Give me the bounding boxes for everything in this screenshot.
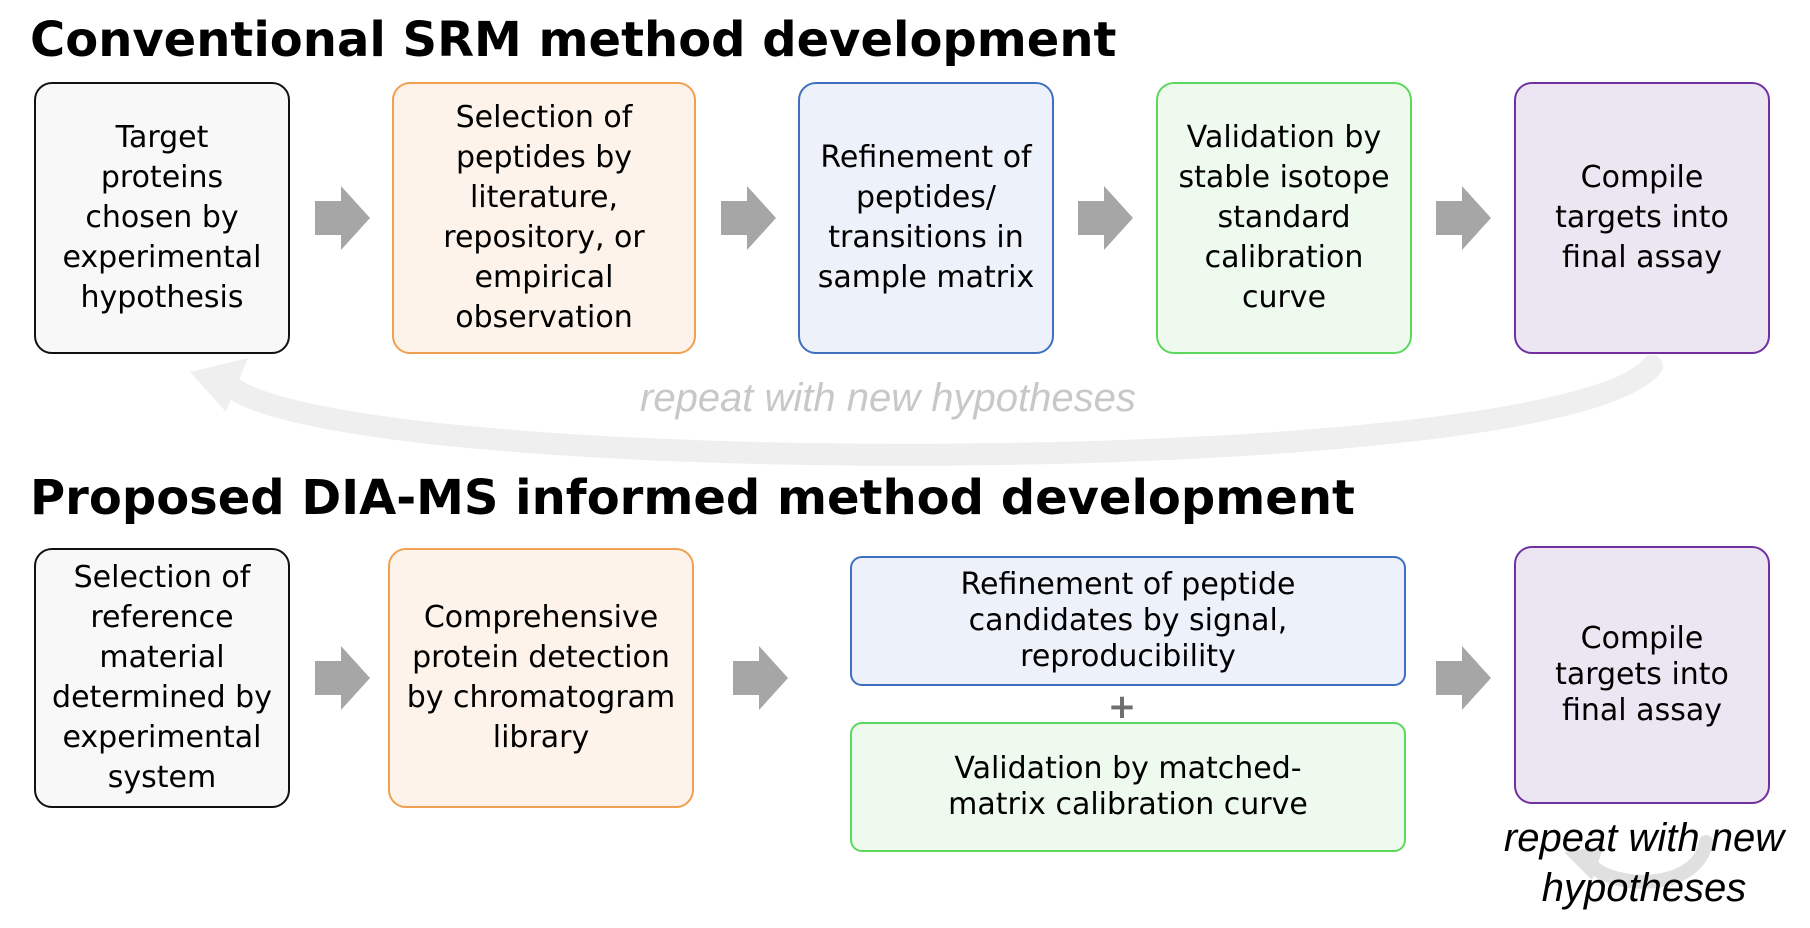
proposed-step-3-text: Refinement of peptide candidates by sign… bbox=[960, 567, 1296, 674]
loop-back-arrowhead-icon bbox=[190, 358, 248, 412]
proposed-step-4-text: Validation by matched-matrix calibration… bbox=[948, 751, 1308, 822]
conventional-step-2-text: Selection of peptides by literature, rep… bbox=[443, 100, 645, 335]
proposed-loop-label-line-2: hypotheses bbox=[1541, 866, 1747, 910]
conventional-step-validation: Validation by stable isotope standard ca… bbox=[1156, 82, 1412, 354]
conventional-step-refinement: Refinement of peptides/ transitions in s… bbox=[798, 82, 1054, 354]
proposed-step-reference-material: Selection of reference material determin… bbox=[34, 548, 290, 808]
plus-sign: + bbox=[1107, 687, 1137, 727]
proposed-step-2-text: Comprehensive protein detection by chrom… bbox=[406, 600, 676, 755]
conventional-step-peptide-selection: Selection of peptides by literature, rep… bbox=[392, 82, 696, 354]
conventional-step-compile: Compile targets into final assay bbox=[1514, 82, 1770, 354]
conventional-loop-label: repeat with new hypotheses bbox=[640, 376, 1136, 420]
flow-arrow-icon bbox=[721, 186, 776, 250]
proposed-section-title: Proposed DIA-MS informed method developm… bbox=[30, 470, 1355, 526]
proposed-step-1-text: Selection of reference material determin… bbox=[52, 560, 272, 795]
proposed-step-compile: Compile targets into final assay bbox=[1514, 546, 1770, 804]
proposed-loop-label-line-1: repeat with new bbox=[1503, 816, 1785, 860]
conventional-step-target-proteins: Target proteins chosen by experimental h… bbox=[34, 82, 290, 354]
conventional-step-3-text: Refinement of peptides/ transitions in s… bbox=[817, 140, 1035, 295]
proposed-step-refinement: Refinement of peptide candidates by sign… bbox=[850, 556, 1406, 686]
flow-arrow-icon bbox=[315, 646, 370, 710]
conventional-step-1-text: Target proteins chosen by experimental h… bbox=[62, 120, 262, 315]
flow-arrow-icon bbox=[1436, 646, 1491, 710]
flow-arrow-icon bbox=[1078, 186, 1133, 250]
small-loop-arrowhead-icon bbox=[1564, 846, 1604, 880]
flow-arrow-icon bbox=[315, 186, 370, 250]
conventional-section-title: Conventional SRM method development bbox=[30, 12, 1117, 68]
proposed-step-5-text: Compile targets into final assay bbox=[1555, 621, 1729, 728]
proposed-step-validation: Validation by matched-matrix calibration… bbox=[850, 722, 1406, 852]
small-loop-arrow-icon bbox=[1585, 835, 1713, 889]
flow-arrow-icon bbox=[1436, 186, 1491, 250]
proposed-step-protein-detection: Comprehensive protein detection by chrom… bbox=[388, 548, 694, 808]
flow-arrow-icon bbox=[733, 646, 788, 710]
loop-back-arrow-icon bbox=[225, 355, 1663, 466]
conventional-step-5-text: Compile targets into final assay bbox=[1555, 160, 1729, 275]
conventional-step-4-text: Validation by stable isotope standard ca… bbox=[1178, 120, 1390, 315]
